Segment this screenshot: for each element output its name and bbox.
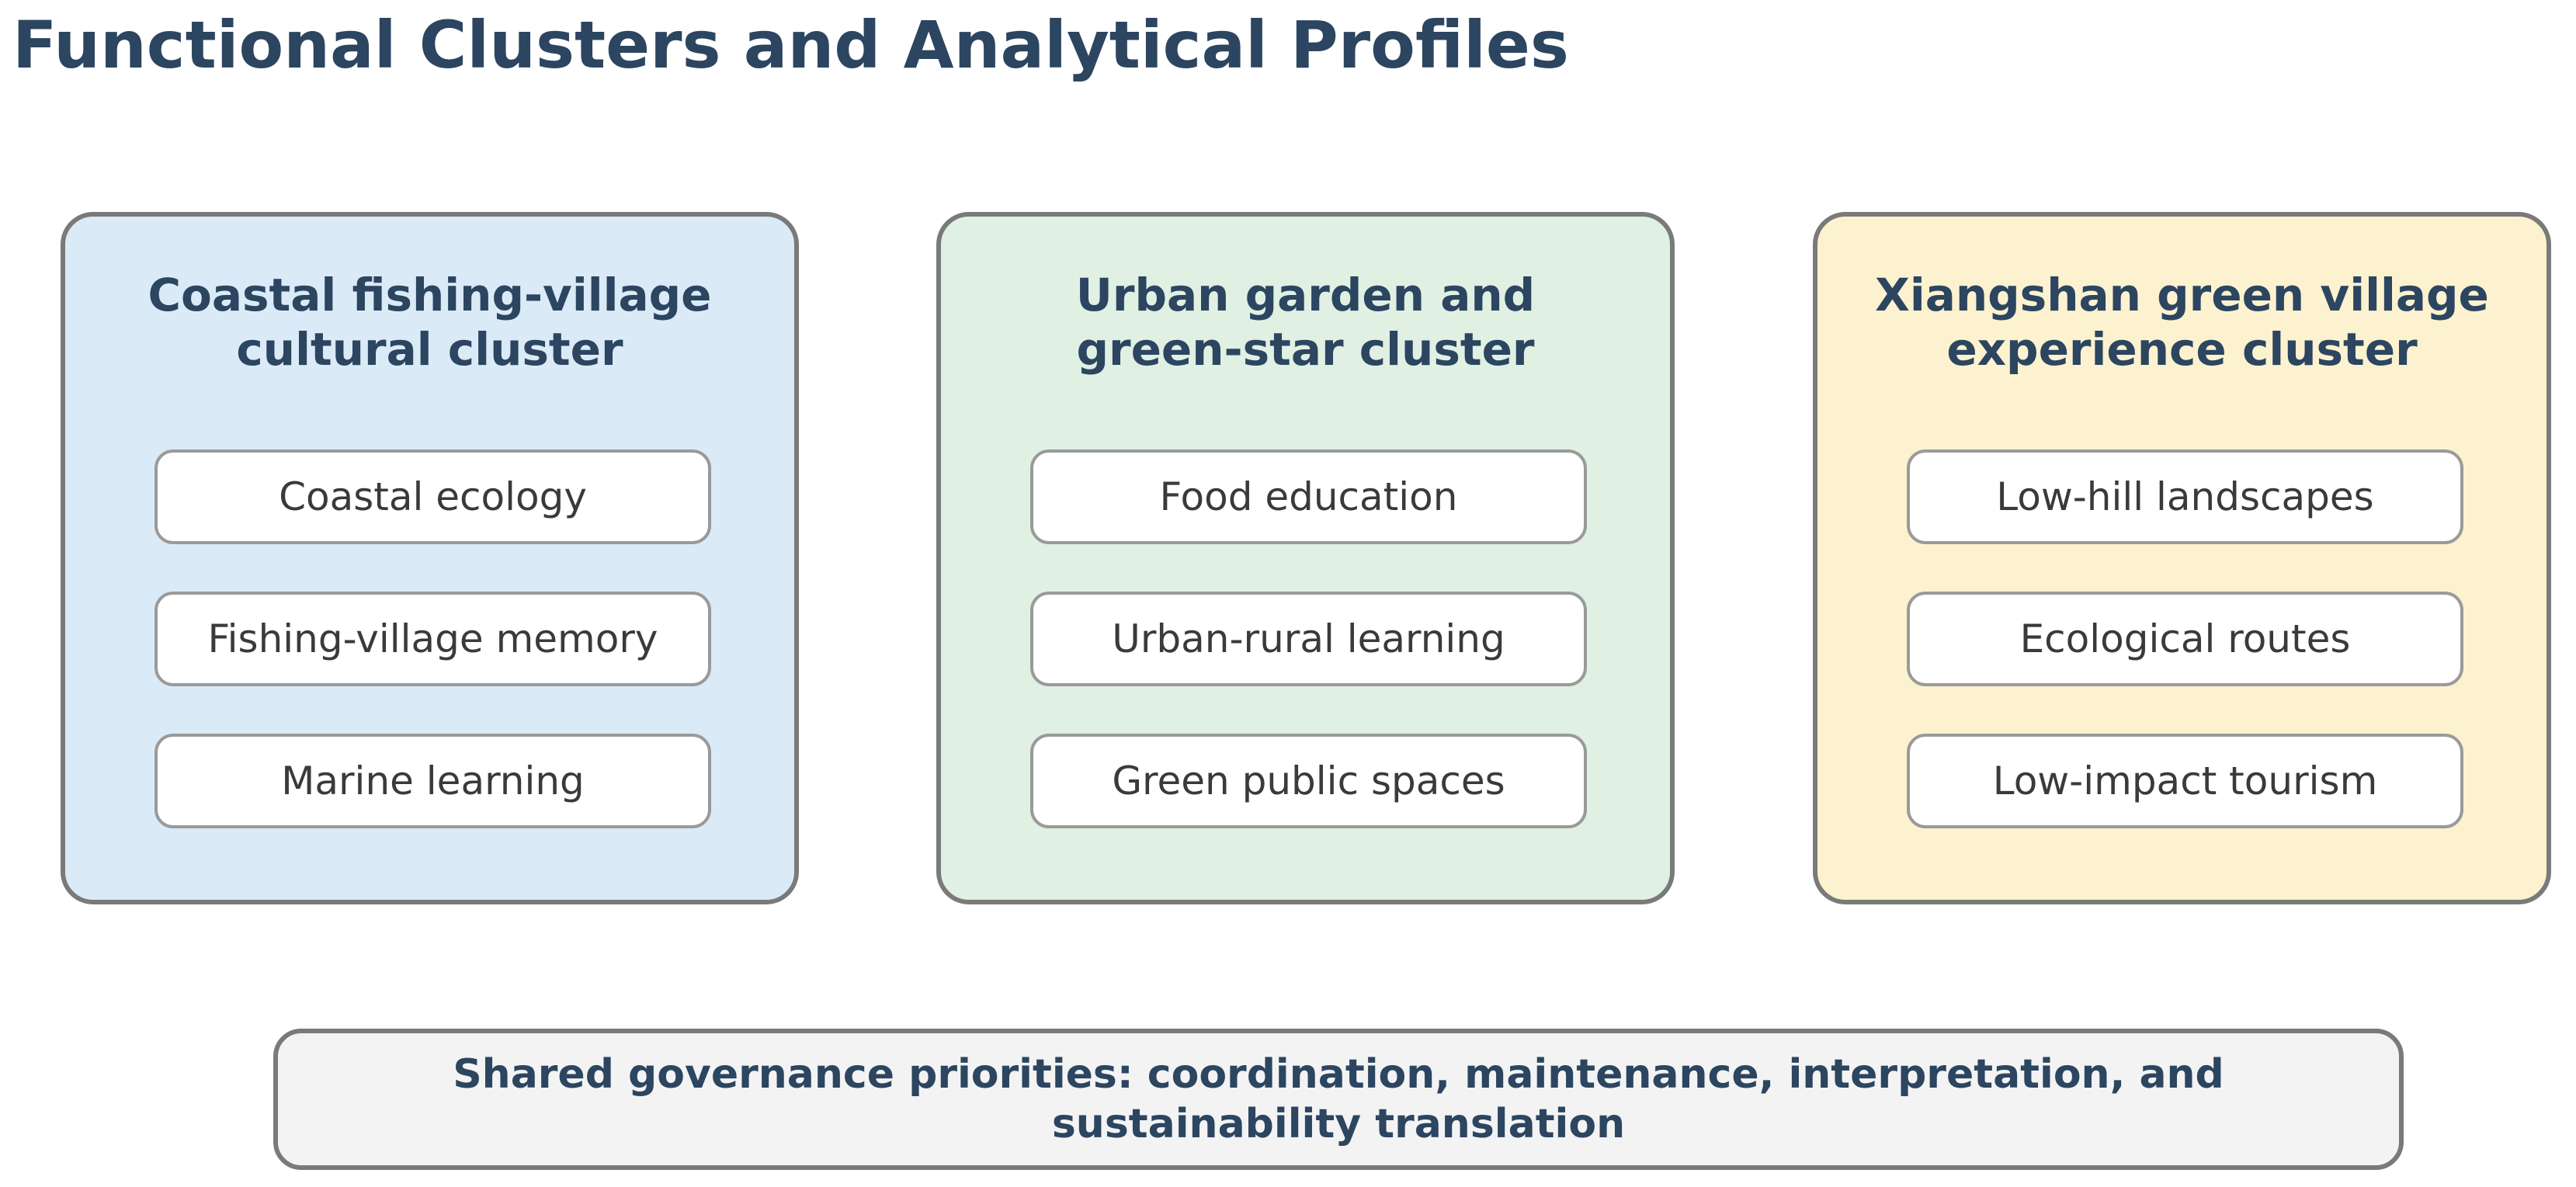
cluster-coastal-fishing-village: Coastal fishing-village cultural cluster… <box>61 212 799 904</box>
cluster-xiangshan-green-village: Xiangshan green village experience clust… <box>1813 212 2551 904</box>
cluster-urban-garden: Urban garden and green-star cluster Food… <box>936 212 1675 904</box>
cluster-item: Low-hill landscapes <box>1907 449 2463 544</box>
cluster-item: Marine learning <box>154 734 711 828</box>
page-title: Functional Clusters and Analytical Profi… <box>12 7 1569 83</box>
cluster-title: Coastal fishing-village cultural cluster <box>148 269 712 376</box>
cluster-title: Urban garden and green-star cluster <box>1075 269 1536 376</box>
cluster-item: Fishing-village memory <box>154 592 711 686</box>
shared-governance-box: Shared governance priorities: coordinati… <box>273 1029 2404 1170</box>
cluster-item: Green public spaces <box>1030 734 1587 828</box>
governance-text: Shared governance priorities: coordinati… <box>453 1051 2224 1147</box>
cluster-item: Food education <box>1030 449 1587 544</box>
cluster-item: Ecological routes <box>1907 592 2463 686</box>
cluster-title: Xiangshan green village experience clust… <box>1875 269 2489 376</box>
cluster-item: Urban-rural learning <box>1030 592 1587 686</box>
cluster-item: Low-impact tourism <box>1907 734 2463 828</box>
cluster-item: Coastal ecology <box>154 449 711 544</box>
